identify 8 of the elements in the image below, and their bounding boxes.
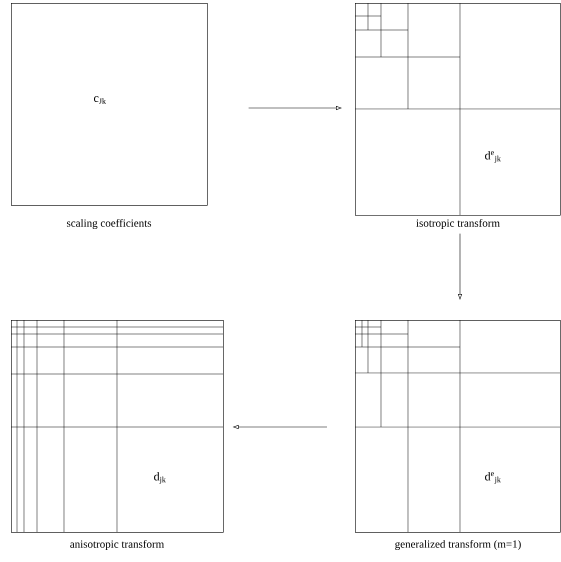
node-label: isotropic transform: [416, 218, 500, 230]
node-label: generalized transform (m=1): [395, 540, 521, 550]
coefficient-label: d$_{jk}$: [154, 472, 166, 484]
coefficient-label: d$^{e}$jk: [485, 472, 501, 484]
coefficient-label: c$_{Jk}$: [94, 96, 106, 104]
node-label: scaling coefficients: [66, 218, 152, 230]
coefficient-label: d$^{e}$jk: [485, 151, 501, 163]
node-label: anisotropic transform: [70, 540, 164, 550]
